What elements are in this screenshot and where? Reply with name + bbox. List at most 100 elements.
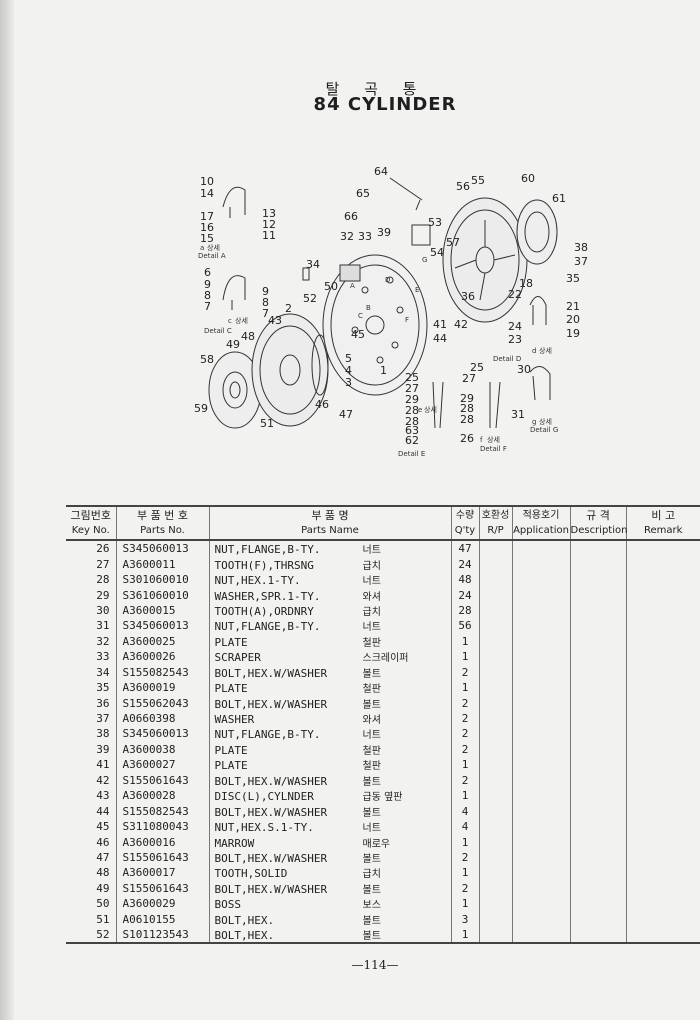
row-part-name: BOLT,HEX.볼트 [208,911,451,927]
row-application [511,803,570,819]
row-quantity: 4 [450,803,479,819]
row-remark [625,710,700,727]
part-name-korean: 너트 [362,545,381,557]
row-description [569,587,626,603]
diagram-callout: 45 [351,328,365,341]
detail-en: Detail D [493,355,521,363]
row-remark [625,664,700,680]
row-application [511,664,570,680]
diagram-callout: 27 [462,372,476,385]
row-key: 38 [96,727,110,741]
diagram-callout: 8 [262,296,269,309]
part-name-english: NUT,FLANGE,B-TY. [214,728,321,742]
row-quantity: 2 [450,710,479,727]
row-part-number: S155061643 [115,880,209,897]
part-name-korean: 볼트 [362,931,381,943]
row-part-number: A3600038 [115,741,209,758]
row-quantity: 2 [450,849,479,866]
row-key: 32 [96,634,110,648]
row-key: 49 [96,881,110,895]
row-quantity: 24 [450,587,479,603]
part-name-english: NUT,HEX.S.1-TY. [214,821,314,835]
row-quantity: 56 [450,618,479,634]
row-rp [478,664,512,680]
diagram-callout: 17 [200,210,214,223]
diagram-callout: 19 [566,327,580,340]
row-part-number: S101123543 [115,926,209,945]
row-rp [478,896,512,912]
diagram-callout: 7 [204,300,211,313]
row-quantity: 1 [450,896,479,912]
row-key: 41 [96,758,110,772]
row-quantity: 3 [450,911,479,927]
part-name-english: BOLT,HEX.W/WASHER [214,851,328,865]
detail-ko: 상세 [539,346,552,355]
row-part-name: NUT,HEX.1-TY.너트 [208,571,451,588]
diagram-callout: 35 [566,272,580,285]
part-name-english: PLATE [214,635,248,649]
row-application [511,772,570,788]
row-key: 37 [96,712,110,726]
row-key: 26 [96,542,110,556]
row-application [511,556,570,572]
diagram-callout: 31 [511,408,525,421]
row-rp [478,602,512,619]
row-rp [478,788,512,804]
part-name-korean: 철판 [362,761,381,773]
row-application [511,880,570,897]
row-description [569,834,626,850]
row-description [569,633,626,650]
part-name-korean: 철판 [362,745,381,757]
row-part-name: NUT,FLANGE,B-TY.너트 [208,726,451,742]
part-name-korean: 스크레이퍼 [362,653,409,665]
row-rp [478,880,512,897]
diagram-callout: 21 [566,300,580,313]
row-key: 42 [96,773,110,787]
part-name-korean: 볼트 [362,668,381,680]
diagram-callout: 33 [358,230,372,243]
row-rp [478,695,512,711]
diagram-callout: 66 [344,210,358,223]
row-application [511,911,570,927]
diagram-callout: 57 [446,236,460,249]
page-number: —114— [351,958,399,972]
row-description [569,540,626,557]
diagram-callout: 13 [262,207,276,220]
part-name-korean: 급치 [362,869,381,881]
row-description [569,571,626,588]
diagram-callout: 22 [508,288,522,301]
row-application [511,818,570,835]
part-name-english: PLATE [214,682,248,696]
row-application [511,741,570,758]
row-remark [625,633,700,650]
row-part-name: NUT,FLANGE,B-TY.너트 [208,618,451,634]
row-rp [478,679,512,696]
row-key: 47 [96,850,110,864]
part-name-korean: 볼트 [362,853,381,865]
row-remark [625,803,700,819]
row-remark [625,602,700,619]
row-quantity: 1 [450,834,479,850]
row-part-number: A3600011 [115,556,209,572]
row-quantity: 28 [450,602,479,619]
detail-ko: 상세 [424,405,437,414]
detail-key: c [228,317,232,325]
diagram-callout: 48 [241,330,255,343]
part-name-english: BOLT,HEX.W/WASHER [214,805,328,819]
row-quantity: 1 [450,649,479,665]
